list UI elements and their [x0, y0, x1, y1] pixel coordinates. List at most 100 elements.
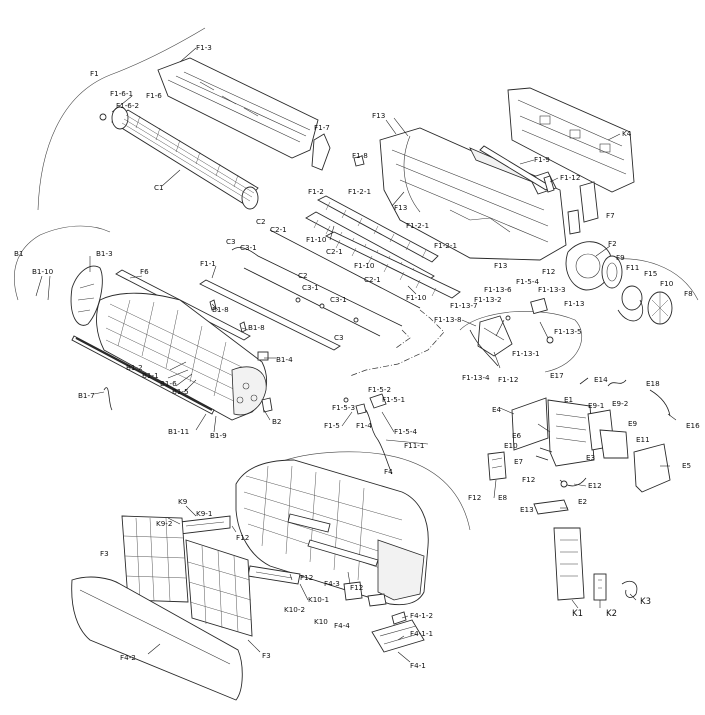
callout-c3-1-a: C3-1: [240, 243, 257, 252]
f4-1-base: [371, 611, 425, 653]
callout-b1-3: B1-3: [96, 249, 113, 258]
callout-e2: E2: [578, 497, 587, 506]
callout-e18: E18: [646, 379, 660, 388]
callout-k3: K3: [640, 597, 651, 607]
f1-7-bracket: [311, 133, 365, 171]
callout-e16: E16: [686, 421, 700, 430]
callout-f13-top: F13: [372, 111, 385, 120]
callout-c3-1-b: C3-1: [302, 283, 319, 292]
callout-f12-mid: F12: [542, 267, 555, 276]
callout-k10-2: K10-2: [284, 605, 305, 614]
callout-f1-5-1: F1-5-1: [382, 395, 405, 404]
callout-f1-13: F1-13: [564, 299, 584, 308]
callout-c1: C1: [154, 183, 164, 192]
callout-f1-12-low: F1-12: [498, 375, 518, 384]
f1-5-assembly: [343, 393, 393, 475]
leader-lines: [35, 47, 677, 663]
callout-f7: F7: [606, 211, 615, 220]
callout-b1-8-a: B1-8: [212, 305, 229, 314]
callout-b1-10: B1-10: [32, 267, 54, 276]
callout-f1-10-c: F1-10: [406, 293, 427, 302]
callout-f1-9: F1-9: [534, 155, 550, 164]
callout-c2-top: C2: [256, 217, 266, 226]
callout-f1-13-5: F1-13-5: [554, 327, 582, 336]
callout-e5: E5: [682, 461, 691, 470]
callout-e9-1: E9-1: [588, 401, 604, 410]
callout-e12: E12: [588, 481, 602, 490]
callout-b1-4: B1-4: [276, 355, 293, 364]
callout-b1-2: B1-2: [126, 363, 143, 372]
callout-f11: F11: [626, 263, 639, 272]
b1-heat-exchanger: [96, 292, 268, 421]
callout-f1-2-1-b: F1-2-1: [406, 221, 429, 230]
callout-f15: F15: [644, 269, 657, 278]
callout-e9-2: E9-2: [612, 399, 628, 408]
callout-f1-5-3: F1-5-3: [332, 403, 355, 412]
callout-f4-1-1: F4-1-1: [410, 629, 433, 638]
callout-f1-7: F1-7: [314, 123, 330, 132]
callout-f1-3: F1-3: [196, 43, 212, 52]
callout-f4: F4: [384, 467, 393, 476]
c1-crossflow-fan: [99, 106, 259, 210]
callout-e3: E3: [586, 453, 595, 462]
callout-b1-5: B1-5: [172, 387, 189, 396]
callout-f1-13-8: F1-13-8: [434, 315, 462, 324]
callout-b2: B2: [272, 417, 282, 426]
f3-filters: [121, 515, 253, 637]
b1-11-bar: [71, 335, 215, 415]
callout-k1: K1: [572, 609, 583, 619]
callout-f3-right: F3: [262, 651, 271, 660]
callout-f1-10-b: F1-10: [354, 261, 375, 270]
callout-f10: F10: [660, 279, 674, 288]
f2-motor-cover: [565, 241, 673, 325]
callout-e1: E1: [564, 395, 573, 404]
callout-f9: F9: [616, 253, 625, 262]
callout-f12-f4b: F12: [350, 583, 363, 592]
callout-f4-2: F4-2: [120, 653, 136, 662]
callout-c2-1-b: C2-1: [326, 247, 343, 256]
callout-f4-1-2: F4-1-2: [410, 611, 433, 620]
callout-f2: F2: [608, 239, 617, 248]
callout-f13-right: F13: [494, 261, 507, 270]
callout-f1-13-1: F1-13-1: [512, 349, 540, 358]
callout-f12-bottom: F12: [468, 493, 481, 502]
callout-f1-2-1-c: F1-2-1: [434, 241, 457, 250]
callout-k9-1: K9-1: [196, 509, 212, 518]
f1-9-rod: [479, 145, 555, 193]
callout-f1-6-1: F1-6-1: [110, 89, 133, 98]
callout-f1-13-6: F1-13-6: [484, 285, 512, 294]
callout-f1: F1: [90, 69, 99, 78]
callout-k9: K9: [178, 497, 188, 506]
f7-part: [567, 181, 599, 235]
callout-f1-12-top: F1-12: [560, 173, 580, 182]
callout-k2: K2: [606, 609, 617, 619]
callout-e14: E14: [594, 375, 608, 384]
callout-k10-1: K10-1: [308, 595, 329, 604]
callout-c2-1-a: C2-1: [270, 225, 287, 234]
callout-f8: F8: [684, 289, 693, 298]
callout-e17: E17: [550, 371, 564, 380]
callout-e7: E7: [514, 457, 523, 466]
callout-e9: E9: [628, 419, 638, 428]
k9-k10-strips: [179, 515, 387, 607]
callout-f1-13-7: F1-13-7: [450, 301, 478, 310]
callout-k9-2: K9-2: [156, 519, 172, 528]
callout-b1-8-b: B1-8: [248, 323, 265, 332]
callout-e13: E13: [520, 505, 534, 514]
callout-c2: C2: [298, 271, 308, 280]
c2-c3-pipes: [231, 229, 421, 337]
callout-c2-1-c: C2-1: [364, 275, 381, 284]
callout-b1-7: B1-7: [78, 391, 95, 400]
callout-e6: E6: [512, 431, 522, 440]
callout-f1-1: F1-1: [200, 259, 216, 268]
callout-f1-2-1-a: F1-2-1: [348, 187, 371, 196]
callout-f1-2: F1-2: [308, 187, 324, 196]
callout-f1-5-2: F1-5-2: [368, 385, 391, 394]
callout-b1-11: B1-11: [168, 427, 189, 436]
k4-mounting-plate: [507, 87, 635, 193]
b1-3-bracket: [70, 265, 103, 326]
callout-labels: F1-3 F1 F1-6-1 F1-6 F1-6-2 C1 F1-7 F13 F…: [14, 43, 700, 670]
callout-f1-8: F1-8: [352, 151, 368, 160]
